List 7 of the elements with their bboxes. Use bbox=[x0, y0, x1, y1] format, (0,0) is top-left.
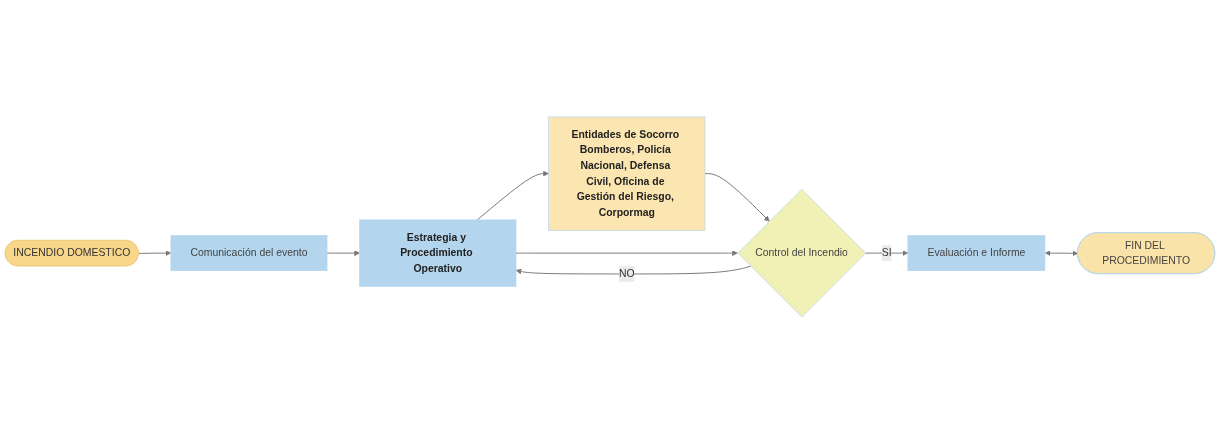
node-box: Entidades de Socorro Bomberos, Policía Nacional, Defensa Civil, Oficina de Gestión del Riesgo, Corpormag bbox=[548, 116, 706, 231]
edge-label: NO bbox=[618, 268, 635, 280]
node-box: Estrategia y Procedimiento Operativo bbox=[359, 219, 517, 287]
node-diamond: Control del Incendio bbox=[737, 188, 867, 318]
node-box: Comunicación del evento bbox=[170, 235, 328, 272]
edge-label: SI bbox=[881, 247, 892, 259]
node-box: Evaluación e Informe bbox=[907, 235, 1046, 272]
